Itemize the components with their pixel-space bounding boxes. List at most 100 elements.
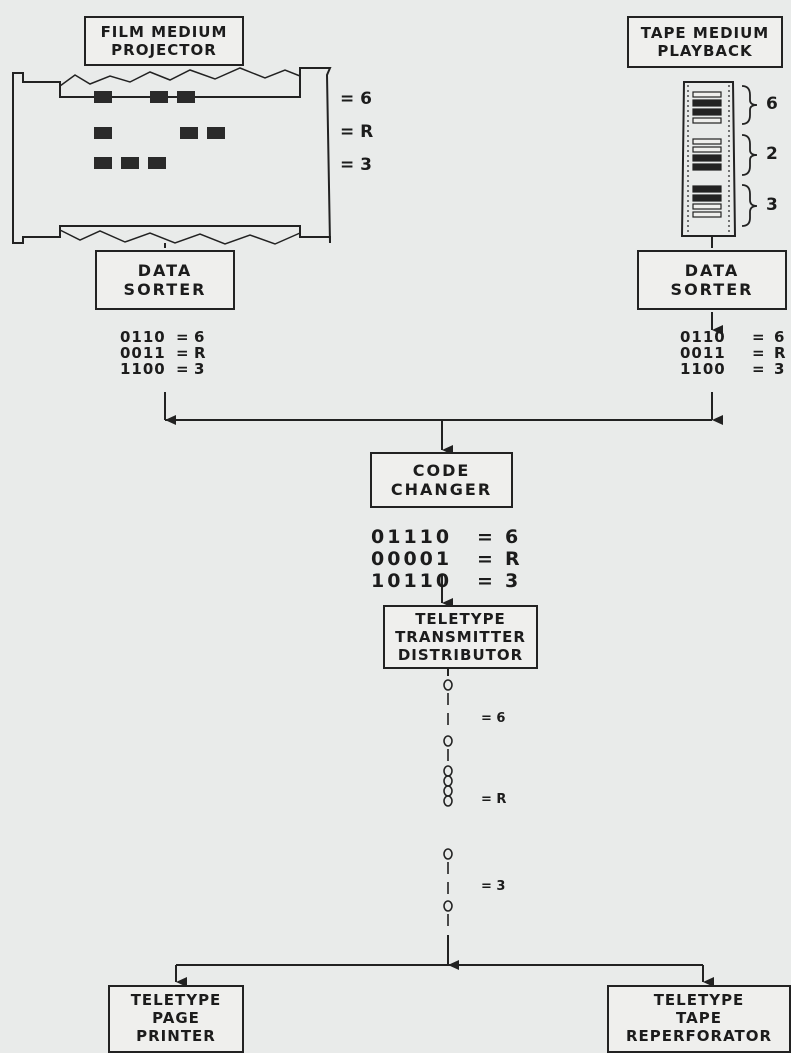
tape-label-3: 3 [766, 195, 778, 215]
film-mark [94, 157, 112, 169]
tape-outline [680, 81, 737, 237]
teletype-tape-reperforator-box: TELETYPE TAPE REPERFORATOR [607, 985, 791, 1053]
pulse-label-3: = 3 [481, 879, 506, 894]
teletype-transmitter-distributor-box: TELETYPE TRANSMITTER DISTRIBUTOR [383, 605, 538, 669]
right-eq-1: = [752, 328, 766, 346]
changer-eq-1: = [477, 526, 496, 548]
code-changer-line2: CHANGER [390, 480, 493, 499]
brace-3 [741, 184, 758, 227]
pulse-zero [443, 679, 453, 691]
film-mark [121, 157, 139, 169]
left-code-1: 0110 [120, 328, 166, 346]
film-tear-bottom [59, 229, 301, 245]
right-value-1: 6 [774, 328, 786, 346]
transmitter-line3: DISTRIBUTOR [397, 646, 524, 664]
right-data-sorter-box: DATA SORTER [637, 250, 787, 310]
tape-hole [692, 194, 722, 202]
left-sorter-line2: SORTER [123, 280, 207, 299]
changer-code-2: 00001 [371, 548, 453, 570]
film-strip [12, 67, 332, 245]
film-marks [94, 91, 225, 169]
left-eq-1: = [176, 328, 190, 346]
code-changer-line1: CODE [412, 461, 471, 480]
left-code-3: 1100 [120, 360, 166, 378]
film-projector-line2: PROJECTOR [111, 41, 217, 59]
right-value-3: 3 [774, 360, 786, 378]
changer-eq-2: = [477, 548, 496, 570]
film-mark [207, 127, 225, 139]
tape-hole [692, 203, 722, 210]
right-value-2: R [774, 344, 787, 362]
left-data-sorter-box: DATA SORTER [95, 250, 235, 310]
film-mark [94, 91, 112, 103]
pulse-zeros [443, 679, 453, 912]
pulse-zero [443, 848, 453, 860]
left-value-1: 6 [194, 328, 206, 346]
film-mark [148, 157, 166, 169]
printer-line1: TELETYPE [130, 991, 222, 1009]
brace-2 [741, 134, 758, 176]
reperforator-line3: REPERFORATOR [625, 1027, 773, 1045]
tape-hole [692, 91, 722, 98]
changer-value-2: R [505, 548, 523, 570]
left-value-2: R [194, 344, 207, 362]
right-sorter-line2: SORTER [670, 280, 754, 299]
tape-label-2: 2 [766, 144, 778, 164]
changer-value-1: 6 [505, 526, 522, 548]
right-code-2: 0011 [680, 344, 726, 362]
pulse-label-6: = 6 [481, 711, 506, 726]
left-sorter-line1: DATA [137, 261, 193, 280]
film-label-6: = 6 [340, 89, 372, 109]
film-label-3: = 3 [340, 155, 372, 175]
film-medium-projector-box: FILM MEDIUM PROJECTOR [84, 16, 244, 66]
right-eq-3: = [752, 360, 766, 378]
printer-line3: PRINTER [136, 1027, 216, 1045]
tape-hole [692, 163, 722, 171]
film-mark [94, 127, 112, 139]
changer-code-1: 01110 [371, 526, 453, 548]
pulse-zero [443, 775, 453, 787]
reperforator-line2: TAPE [676, 1009, 722, 1027]
pulse-label-r: = R [481, 792, 507, 807]
tape-hole [692, 99, 722, 107]
right-eq-2: = [752, 344, 766, 362]
film-mark [180, 127, 198, 139]
tape-playback-line1: TAPE MEDIUM [640, 24, 770, 42]
right-code-3: 1100 [680, 360, 726, 378]
pulse-zero [443, 900, 453, 912]
code-changer-box: CODE CHANGER [370, 452, 513, 508]
connectors [164, 236, 723, 987]
film-mark [150, 91, 168, 103]
tape-holes [692, 91, 722, 218]
changer-eq-3: = [477, 570, 496, 592]
pulse-zero [443, 735, 453, 747]
tape-hole [692, 108, 722, 116]
right-sorter-line1: DATA [684, 261, 740, 280]
tape-hole [692, 185, 722, 193]
teletype-page-printer-box: TELETYPE PAGE PRINTER [108, 985, 244, 1053]
pulse-zero [443, 765, 453, 777]
film-tear-top [59, 67, 301, 87]
film-mark [177, 91, 195, 103]
left-eq-3: = [176, 360, 190, 378]
changer-code-3: 10110 [371, 570, 453, 592]
changer-value-3: 3 [505, 570, 522, 592]
left-value-3: 3 [194, 360, 206, 378]
film-strip-outline [12, 67, 332, 244]
tape-braces [741, 85, 758, 227]
brace-6 [741, 85, 758, 125]
pulse-zero [443, 795, 453, 807]
printer-line2: PAGE [152, 1009, 200, 1027]
tape-hole [692, 117, 722, 124]
transmitter-line1: TELETYPE [415, 610, 506, 628]
tape-strip [680, 81, 737, 237]
tape-medium-playback-box: TAPE MEDIUM PLAYBACK [627, 16, 783, 68]
tape-hole [692, 154, 722, 162]
left-eq-2: = [176, 344, 190, 362]
pulse-zero [443, 785, 453, 797]
tape-playback-line2: PLAYBACK [657, 42, 753, 60]
reperforator-line1: TELETYPE [653, 991, 745, 1009]
film-projector-line1: FILM MEDIUM [100, 23, 228, 41]
